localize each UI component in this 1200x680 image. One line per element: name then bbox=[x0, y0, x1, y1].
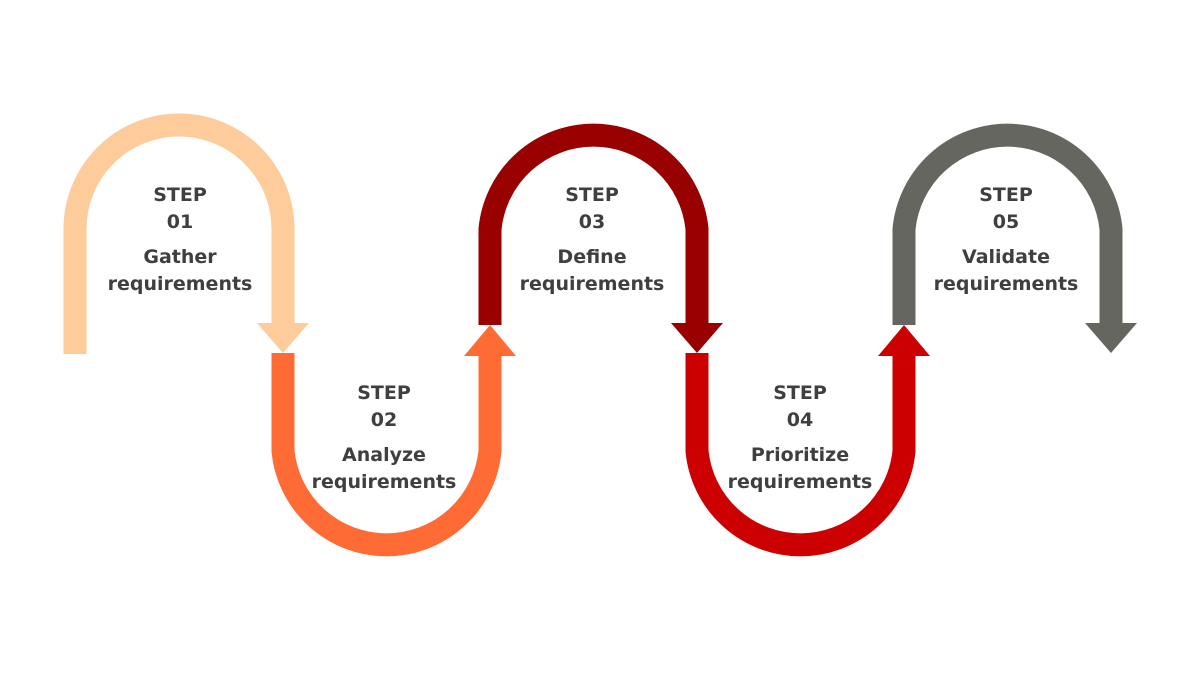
step-02-title-line1: Analyze bbox=[342, 444, 426, 466]
step-05-arch bbox=[892, 123, 1123, 325]
step-04-title-line2: requirements bbox=[727, 471, 873, 493]
step-04-number: 04 bbox=[786, 409, 814, 431]
step-03-label-block: STEP 03 Define requirements bbox=[492, 182, 692, 298]
step-02-prefix: STEP bbox=[357, 382, 411, 404]
step-05-prefix: STEP bbox=[979, 184, 1033, 206]
step-05-title-line2: requirements bbox=[933, 273, 1079, 295]
step-02-title-line2: requirements bbox=[311, 471, 457, 493]
step-04-arrowhead bbox=[878, 325, 930, 356]
step-04-arrow bbox=[685, 325, 930, 557]
step-01-arch bbox=[63, 113, 295, 354]
step-04-trough bbox=[685, 353, 916, 557]
step-03-arch bbox=[478, 123, 709, 325]
step-02-arrowhead bbox=[464, 325, 516, 356]
step-02-trough bbox=[271, 353, 502, 557]
step-01-title-line2: requirements bbox=[107, 273, 253, 295]
step-05-label-block: STEP 05 Validate requirements bbox=[906, 182, 1106, 298]
step-02-arrow bbox=[271, 325, 516, 557]
step-05-arrowhead bbox=[1085, 323, 1137, 353]
step-04-label-block: STEP 04 Prioritize requirements bbox=[700, 380, 900, 496]
step-02-number: 02 bbox=[370, 409, 398, 431]
step-05-arrow bbox=[892, 123, 1137, 353]
step-05-title-line1: Validate bbox=[962, 246, 1050, 268]
step-03-arrowhead bbox=[671, 323, 723, 353]
step-04-prefix: STEP bbox=[773, 382, 827, 404]
step-03-title-line1: Define bbox=[557, 246, 627, 268]
step-01-number: 01 bbox=[166, 211, 194, 233]
step-01-label-block: STEP 01 Gather requirements bbox=[80, 182, 280, 298]
step-01-title-line1: Gather bbox=[143, 246, 217, 268]
step-01-arrowhead bbox=[257, 323, 309, 353]
step-04-title-line1: Prioritize bbox=[750, 444, 850, 466]
step-03-title-line2: requirements bbox=[519, 273, 665, 295]
step-03-number: 03 bbox=[578, 211, 606, 233]
step-03-prefix: STEP bbox=[565, 184, 619, 206]
step-05-number: 05 bbox=[992, 211, 1020, 233]
step-01-prefix: STEP bbox=[153, 184, 207, 206]
step-03-arrow bbox=[478, 123, 723, 353]
step-02-label-block: STEP 02 Analyze requirements bbox=[284, 380, 484, 496]
step-01-arrow bbox=[63, 113, 309, 354]
